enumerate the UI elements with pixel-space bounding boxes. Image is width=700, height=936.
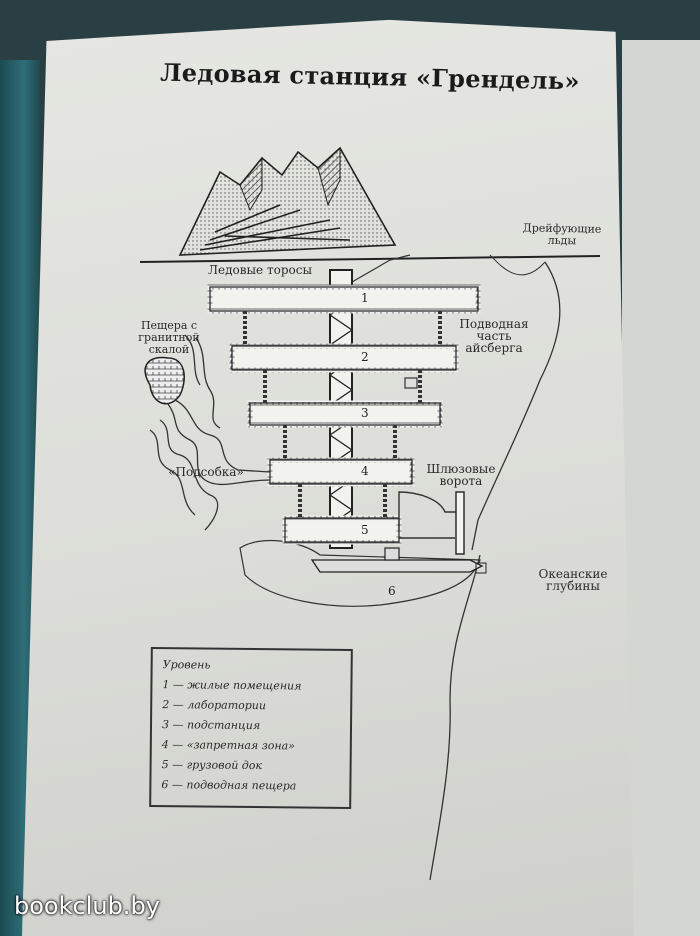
label-drift-ice: Дрейфующие льды (522, 221, 602, 248)
label-ice-hummocks: Ледовые торосы (208, 263, 312, 277)
legend-item: 3 — подстанция (161, 718, 261, 733)
label-iceberg-underwater: Подводная часть айсберга (459, 317, 529, 355)
surface-line (139, 255, 601, 263)
legend-item: 4 — «запретная зона» (161, 738, 295, 753)
legend-item: 5 — грузовой док (161, 758, 263, 773)
level-number-6: 6 (388, 584, 396, 598)
lock-tunnel (398, 491, 458, 539)
submarine (310, 547, 487, 574)
legend-box: Уровень 1 — жилые помещения 2 — лаборато… (149, 646, 353, 810)
label-ocean-depths: Океанские глубины (538, 567, 608, 593)
level-number-3: 3 (361, 406, 369, 420)
ice-mountains (178, 146, 397, 256)
lock-gate (455, 491, 465, 555)
next-page-edge (622, 40, 700, 936)
legend-item: 2 — лаборатории (162, 698, 267, 713)
label-cave-granite: Пещера с гранитной скалой (138, 319, 200, 356)
level-number-1: 1 (361, 291, 369, 305)
legend-heading: Уровень (162, 658, 211, 672)
cave-tunnels (149, 334, 271, 531)
pillars (243, 311, 442, 518)
legend-item: 6 — подводная пещера (161, 778, 297, 793)
watermark: bookclub.by (14, 892, 160, 920)
level-number-4: 4 (361, 464, 369, 478)
granite-rock (144, 356, 185, 405)
label-lock-gates: Шлюзовые ворота (426, 462, 496, 488)
level-blocks (207, 284, 481, 545)
label-sub-hideout: «Подсобка» (168, 465, 244, 479)
level-number-2: 2 (361, 350, 369, 364)
level-number-5: 5 (361, 523, 369, 537)
underwater-cave-outline (239, 539, 481, 607)
legend-item: 1 — жилые помещения (162, 678, 302, 693)
iceberg-outline (429, 261, 561, 881)
